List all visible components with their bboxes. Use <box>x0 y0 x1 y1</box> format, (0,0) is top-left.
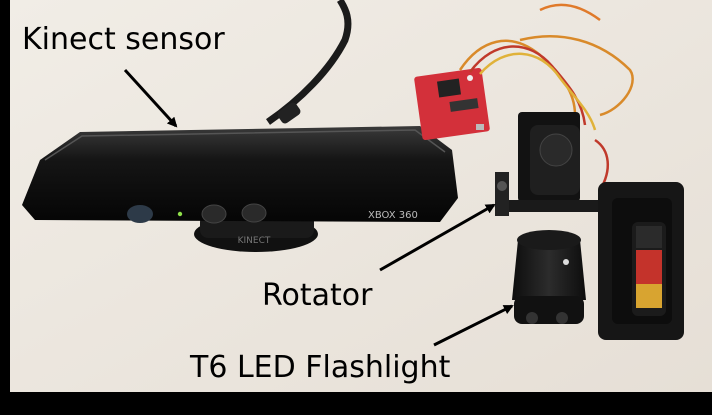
rgb-camera-icon <box>201 204 227 224</box>
flashlight-label: T6 LED Flashlight <box>190 350 451 385</box>
rotator-pointer-arrow <box>379 203 496 272</box>
servo-wires <box>458 3 634 191</box>
kinect-sensor-body <box>22 126 458 222</box>
battery-charger <box>598 182 684 340</box>
rotator-servo <box>495 112 600 216</box>
flashlight-pointer-arrow <box>433 304 514 347</box>
xbox-logo-text: XBOX 360 <box>368 210 418 221</box>
ir-camera-icon <box>241 203 267 223</box>
status-led-icon <box>177 211 183 217</box>
kinect-base-text: KINECT <box>238 236 271 246</box>
kinect-pointer-arrow <box>123 68 178 128</box>
controller-board <box>414 67 490 141</box>
rotator-label: Rotator <box>262 278 373 313</box>
led-flashlight <box>512 230 586 324</box>
kinect-sensor-label: Kinect sensor <box>22 22 225 57</box>
ir-emitter-icon <box>127 205 153 223</box>
